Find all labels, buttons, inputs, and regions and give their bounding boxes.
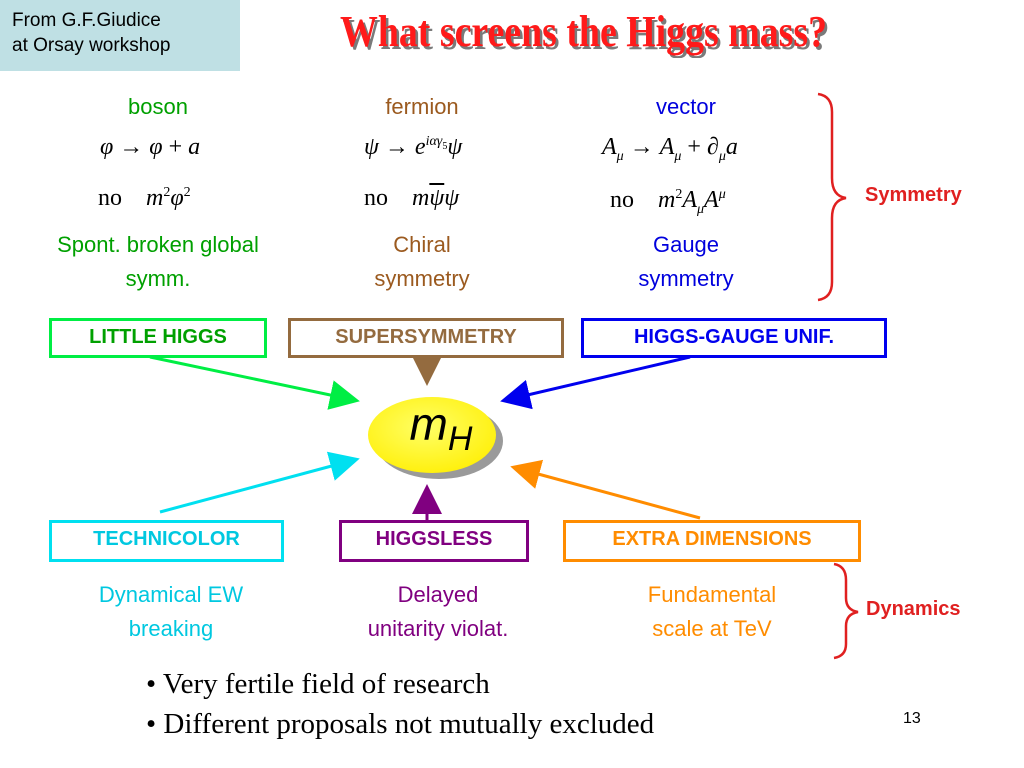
vector-description: Gauge symmetry (596, 228, 776, 296)
higgsless-description: Delayed unitarity violat. (328, 578, 548, 646)
fermion-desc-line-2: symmetry (374, 266, 470, 291)
vector-mass-term: no m2AμAμ (610, 187, 726, 217)
bullet-list: • Very fertile field of research • Diffe… (146, 664, 654, 744)
symmetry-brace (817, 92, 847, 302)
boson-desc-line-2: symm. (125, 266, 191, 291)
boson-description: Spont. broken global symm. (20, 228, 296, 296)
box-supersymmetry: SUPERSYMMETRY (288, 318, 564, 358)
box-extra-dimensions: EXTRA DIMENSIONS (563, 520, 861, 562)
column-head-boson: boson (128, 94, 188, 119)
dynamics-label: Dynamics (866, 598, 961, 620)
arrow-extra-dimensions (510, 459, 701, 520)
column-head-vector: vector (656, 94, 716, 119)
column-head-fermion: fermion (385, 94, 459, 119)
vector-desc-line-1: Gauge (652, 232, 720, 257)
box-technicolor: TECHNICOLOR (49, 520, 284, 562)
no-label: no (364, 185, 388, 211)
credit-line-2: at Orsay workshop (12, 35, 171, 56)
credit-line-1: From G.F.Giudice (12, 10, 161, 31)
slide-title: What screens the Higgs mass? (340, 7, 828, 56)
extra-dimensions-desc-line-1: Fundamental (647, 582, 777, 607)
dynamics-brace (833, 562, 859, 660)
extra-dimensions-description: Fundamental scale at TeV (600, 578, 824, 646)
technicolor-desc-line-2: breaking (128, 616, 214, 641)
arrow-higgs-gauge-unif (500, 355, 691, 410)
higgsless-desc-line-2: unitarity violat. (367, 616, 509, 641)
arrow-little-higgs (149, 355, 360, 410)
fermion-mass-term: no mψψ (364, 185, 460, 211)
vector-transformation: Aμ → Aμ + ∂μa (602, 134, 738, 164)
page-number: 13 (903, 710, 921, 727)
no-label: no (98, 185, 122, 211)
mh-ellipse (368, 397, 496, 473)
fermion-transformation: ψ → eiαγ5ψ (364, 134, 463, 160)
higgsless-desc-line-1: Delayed (397, 582, 479, 607)
technicolor-description: Dynamical EW breaking (56, 578, 286, 646)
boson-transformation: φ → φ + a (100, 134, 201, 160)
no-label: no (610, 187, 634, 213)
fermion-desc-line-1: Chiral (393, 232, 451, 257)
box-little-higgs: LITTLE HIGGS (49, 318, 267, 358)
symmetry-label: Symmetry (865, 184, 962, 206)
box-higgsless: HIGGSLESS (339, 520, 529, 562)
fermion-description: Chiral symmetry (332, 228, 512, 296)
boson-mass-term: no m2φ2 (98, 185, 191, 211)
boson-desc-line-1: Spont. broken global (57, 232, 259, 257)
bullet-item: • Very fertile field of research (146, 668, 490, 700)
arrow-technicolor (159, 451, 360, 514)
bullet-item: • Different proposals not mutually exclu… (146, 708, 655, 740)
higgs-mass-label: mH (409, 398, 473, 459)
vector-desc-line-2: symmetry (638, 266, 734, 291)
box-higgs-gauge-unif: HIGGS-GAUGE UNIF. (581, 318, 887, 358)
credit-box: From G.F.Giudice at Orsay workshop (0, 0, 240, 71)
technicolor-desc-line-1: Dynamical EW (98, 582, 244, 607)
extra-dimensions-desc-line-2: scale at TeV (652, 616, 772, 641)
